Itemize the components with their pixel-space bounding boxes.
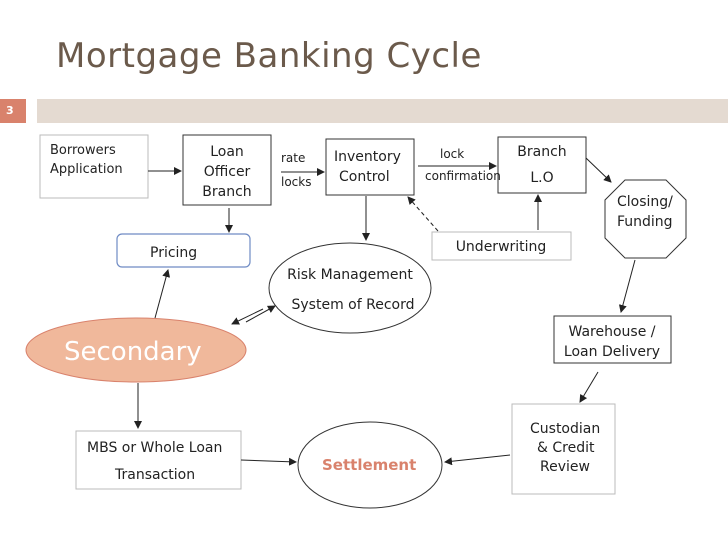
inventory-control-node: Inventory Control	[325, 138, 415, 196]
arrow-secondary-to-pricing	[154, 269, 171, 319]
node-label: Underwriting	[456, 239, 547, 255]
edge-label-confirmation: confirmation	[425, 169, 501, 183]
arrow-underwriting-to-inventory	[407, 196, 439, 232]
node-label: Loan Delivery	[564, 344, 660, 360]
node-label: Closing/	[617, 194, 673, 210]
settlement-node: Settlement	[297, 421, 443, 509]
node-label: Custodian	[530, 421, 600, 437]
arrow-mbs-to-settlement	[240, 457, 297, 466]
loan-officer-node: Loan Officer Branch	[182, 134, 272, 206]
warehouse-node: Warehouse / Loan Delivery	[553, 315, 672, 364]
node-label: Officer	[204, 164, 251, 180]
node-label: Settlement	[322, 456, 416, 474]
node-label: Pricing	[150, 245, 197, 261]
node-label: Warehouse /	[569, 324, 656, 340]
node-label: Funding	[617, 214, 673, 230]
title-divider	[37, 99, 728, 123]
slide-title: Mortgage Banking Cycle	[56, 36, 482, 76]
risk-management-node: Risk Management System of Record	[268, 242, 432, 334]
arrow-secondary-to-risk	[245, 305, 276, 323]
node-label: Secondary	[64, 337, 202, 367]
slide-number: 3	[0, 99, 26, 123]
branch-lo-node: Branch L.O	[497, 136, 587, 194]
arrow-custodian-to-settlement	[444, 454, 511, 466]
node-label: & Credit	[537, 440, 595, 456]
secondary-node: Secondary	[25, 317, 247, 383]
edge-label-rate: rate	[281, 151, 305, 165]
node-label: Inventory	[334, 149, 401, 165]
edge-label-lock: lock	[440, 147, 464, 161]
node-label: Application	[50, 162, 123, 177]
closing-funding-node: Closing/ Funding	[604, 179, 687, 259]
node-label: MBS or Whole Loan	[87, 440, 222, 456]
node-label: Review	[540, 459, 590, 475]
mbs-transaction-node: MBS or Whole Loan Transaction	[75, 430, 242, 490]
node-label: Branch	[202, 184, 251, 200]
underwriting-node: Underwriting	[431, 231, 572, 261]
node-label: L.O	[530, 170, 553, 186]
custodian-node: Custodian & Credit Review	[511, 403, 616, 495]
arrow-branch-to-closing	[585, 157, 612, 183]
arrow-risk-to-secondary	[231, 308, 264, 325]
node-label: Loan	[210, 144, 244, 160]
node-label: Control	[339, 169, 390, 185]
borrowers-application-node: Borrowers Application	[39, 134, 149, 199]
node-label: Branch	[517, 144, 566, 160]
node-label: Transaction	[114, 467, 195, 483]
edge-label-locks: locks	[281, 175, 311, 189]
arrow-warehouse-to-custodian	[579, 371, 599, 403]
node-label: System of Record	[292, 297, 415, 313]
node-label: Risk Management	[287, 267, 413, 283]
arrow-closing-to-warehouse	[618, 259, 636, 313]
node-label: Borrowers	[50, 143, 116, 158]
pricing-node: Pricing	[116, 233, 251, 268]
